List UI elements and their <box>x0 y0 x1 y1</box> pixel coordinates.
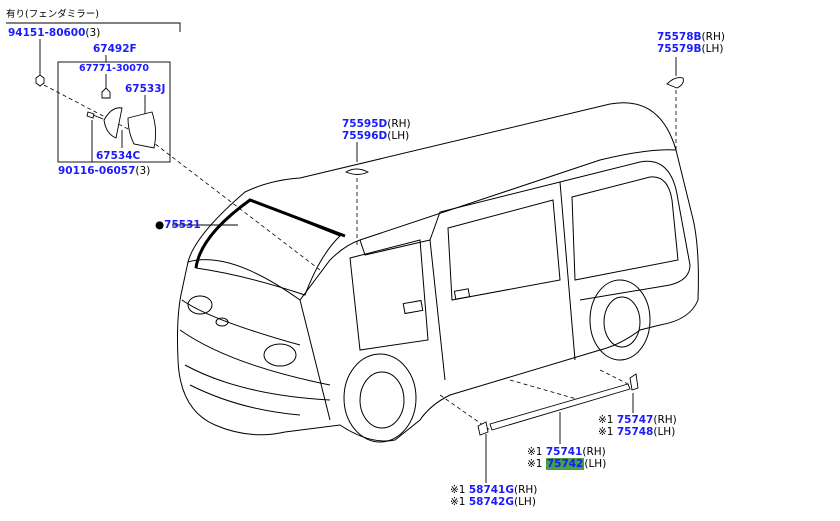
part-link-75595D[interactable]: 75595D <box>342 118 388 130</box>
label-94151-80600: 94151-80600(3) <box>8 27 101 39</box>
nut-icon <box>35 74 45 87</box>
clip-icon <box>101 87 111 99</box>
part-link-75579B[interactable]: 75579B <box>657 43 702 55</box>
part-link-58741G[interactable]: 58741G <box>468 484 514 496</box>
screw-icon <box>86 111 104 120</box>
label-58742G: ※1 58742G(LH) <box>450 496 536 508</box>
part-link-67533J[interactable]: 67533J <box>125 83 166 95</box>
part-link-75531[interactable]: 75531 <box>164 219 201 231</box>
headlamp-left <box>187 295 213 315</box>
garnish-75578B-icon <box>666 77 684 89</box>
mirror-base-icon <box>103 107 123 139</box>
bullet-icon: ● <box>155 219 165 231</box>
emblem <box>215 317 229 327</box>
mirror-head-icon <box>127 111 157 149</box>
end-cap-75747 <box>629 373 639 391</box>
label-75531: ●75531 <box>155 219 201 231</box>
label-75595D: 75595D(RH) <box>342 118 411 130</box>
part-link-75578B[interactable]: 75578B <box>657 31 702 43</box>
part-link-90116-06057[interactable]: 90116-06057 <box>58 165 136 177</box>
label-58741G: ※1 58741G(RH) <box>450 484 538 496</box>
headlamp-right <box>263 343 297 367</box>
part-link-67771-30070[interactable]: 67771-30070 <box>79 63 150 74</box>
end-cap-58741G <box>477 421 489 436</box>
part-link-67534C[interactable]: 67534C <box>96 150 141 162</box>
antenna-base-icon <box>345 168 370 175</box>
header-note: 有り(フェンダミラー) <box>6 9 99 20</box>
label-67533J: 67533J <box>125 83 165 95</box>
label-67771-30070: 67771-30070 <box>79 63 149 75</box>
label-75747: ※1 75747(RH) <box>598 414 677 426</box>
label-67534C: 67534C <box>96 150 140 162</box>
label-75578B: 75578B(RH) <box>657 31 725 43</box>
part-link-75596D[interactable]: 75596D <box>342 130 388 142</box>
part-link-58742G[interactable]: 58742G <box>468 496 514 508</box>
label-75748: ※1 75748(LH) <box>598 426 676 438</box>
label-67492F: 67492F <box>93 43 137 55</box>
header-bracket <box>6 22 181 32</box>
side-molding-75741 <box>489 383 631 431</box>
part-link-94151-80600[interactable]: 94151-80600 <box>8 27 86 39</box>
windshield-molding-75531 <box>194 198 346 269</box>
part-link-75748[interactable]: 75748 <box>616 426 654 438</box>
label-75742: ※1 75742(LH) <box>527 458 607 470</box>
label-90116-06057: 90116-06057(3) <box>58 165 151 177</box>
label-75579B: 75579B(LH) <box>657 43 724 55</box>
part-link-67492F[interactable]: 67492F <box>93 43 137 55</box>
part-link-75742-highlighted[interactable]: 75742 <box>545 458 585 470</box>
part-link-75747[interactable]: 75747 <box>616 414 654 426</box>
label-75596D: 75596D(LH) <box>342 130 410 142</box>
label-75741: ※1 75741(RH) <box>527 446 606 458</box>
rear-wheel <box>589 279 651 361</box>
guide-mirror <box>43 84 321 271</box>
part-link-75741[interactable]: 75741 <box>545 446 583 458</box>
mirror-inset-box <box>57 61 171 163</box>
front-wheel <box>343 353 417 443</box>
